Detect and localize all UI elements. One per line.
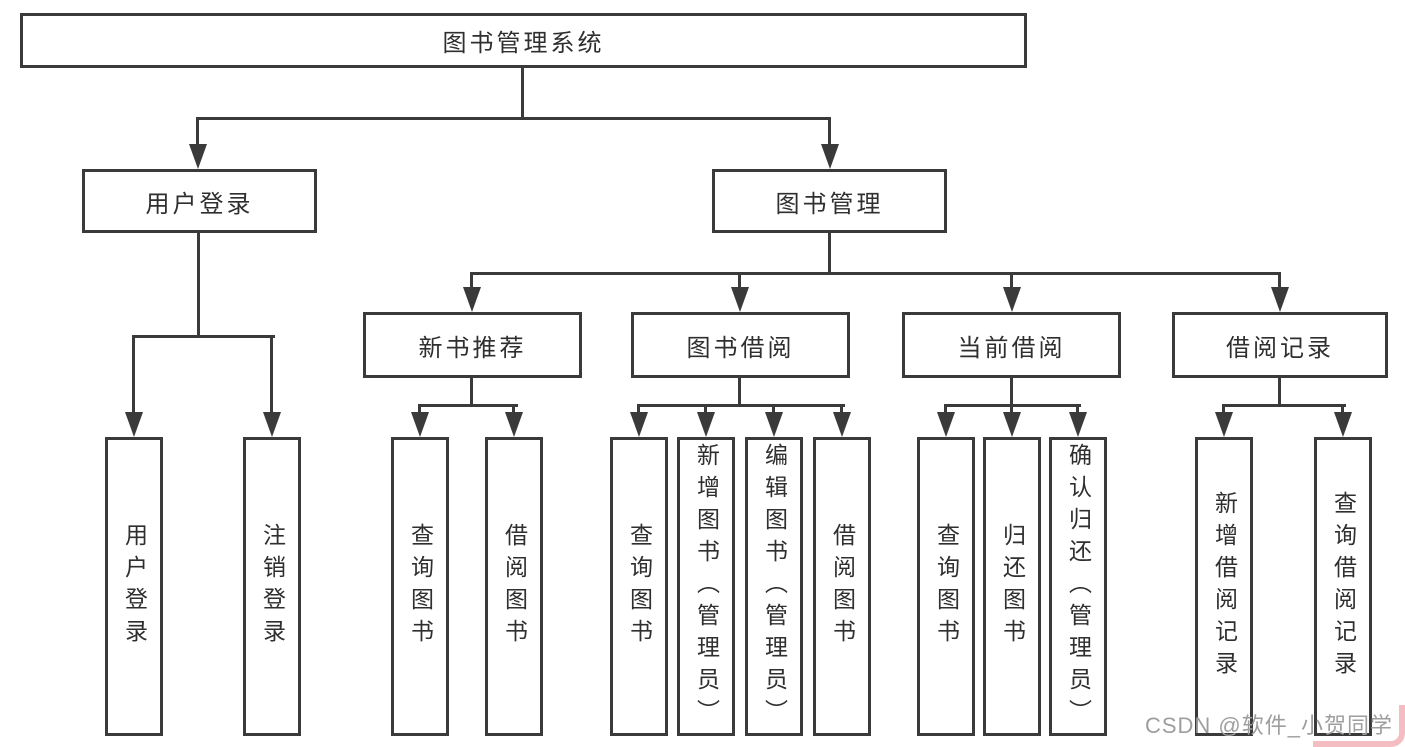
node-borrow-records: 借阅记录	[1172, 312, 1388, 378]
node-label: 图书管理系统	[442, 30, 605, 57]
arrowhead-leaf	[1334, 412, 1352, 437]
node-label: 归还图书	[999, 522, 1026, 651]
node-label: 当前借阅	[957, 334, 1066, 362]
node-label: 确认归还（管理员）	[1065, 442, 1092, 731]
node-label: 图书管理	[775, 190, 884, 218]
arrowhead-current-borrow	[1003, 287, 1021, 312]
connector-root-trunk	[521, 68, 524, 118]
node-label: 借阅记录	[1226, 334, 1334, 362]
watermark-text: CSDN @软件_小贺同学	[1144, 713, 1393, 738]
connector-borrow-records-down	[1278, 376, 1281, 406]
leaf-query-borrow-record: 查询借阅记录	[1314, 437, 1372, 736]
connector-stub	[637, 404, 640, 413]
leaf-return-book: 归还图书	[983, 437, 1041, 736]
arrowhead-leaf	[505, 412, 523, 437]
node-label: 用户登录	[121, 522, 148, 651]
arrowhead-user-login	[189, 144, 207, 169]
node-label: 注销登录	[259, 522, 286, 651]
leaf-edit-book-admin: 编辑图书（管理员）	[745, 437, 803, 736]
connector-drop-leaf-login	[132, 335, 135, 412]
connector-book-management-down	[828, 233, 831, 274]
connector-user-login-rail	[132, 335, 275, 338]
arrowhead-leaf	[630, 412, 648, 437]
arrowhead-leaf-login	[125, 412, 143, 437]
connector-stub	[704, 404, 707, 413]
node-current-borrow: 当前借阅	[902, 312, 1121, 378]
connector-stub	[1341, 404, 1344, 413]
leaf-confirm-return-admin: 确认归还（管理员）	[1049, 437, 1107, 736]
arrowhead-leaf	[937, 412, 955, 437]
connector-book-borrow-rail	[637, 404, 845, 407]
arrowhead-leaf	[765, 412, 783, 437]
connector-drop-leaf-logout	[270, 335, 273, 412]
connector-stub	[1076, 404, 1079, 413]
leaf-query-books-recommend: 查询图书	[391, 437, 449, 736]
node-label: 用户登录	[145, 190, 254, 218]
connector-stub	[418, 404, 421, 413]
connector-current-borrow-down	[1010, 376, 1013, 406]
node-label: 借阅图书	[829, 522, 856, 651]
node-label: 新增图书（管理员）	[693, 442, 720, 731]
connector-new-book-down	[470, 376, 473, 406]
arrowhead-leaf	[1003, 412, 1021, 437]
arrowhead-leaf	[833, 412, 851, 437]
leaf-borrow-books-recommend: 借阅图书	[485, 437, 543, 736]
connector-stub	[944, 404, 947, 413]
connector-stub	[840, 404, 843, 413]
arrowhead-leaf	[411, 412, 429, 437]
connector-stub	[512, 404, 515, 413]
node-label: 新书推荐	[418, 334, 527, 362]
node-root-system: 图书管理系统	[20, 13, 1027, 68]
connector-book-borrow-down	[738, 376, 741, 406]
connector-drop-user-login	[196, 118, 199, 144]
node-label: 新增借阅记录	[1211, 490, 1238, 683]
leaf-add-book-admin: 新增图书（管理员）	[677, 437, 735, 736]
node-user-login: 用户登录	[82, 169, 317, 233]
connector-drop-book-borrow	[738, 272, 741, 287]
node-label: 查询借阅记录	[1330, 490, 1357, 683]
connector-user-login-down	[197, 233, 200, 337]
node-label: 查询图书	[933, 522, 960, 651]
arrowhead-leaf	[1069, 412, 1087, 437]
arrowhead-leaf	[1215, 412, 1233, 437]
arrowhead-book-management	[821, 144, 839, 169]
node-new-book-recommend: 新书推荐	[363, 312, 582, 378]
connector-stub	[772, 404, 775, 413]
node-book-borrow: 图书借阅	[631, 312, 850, 378]
connector-level2-rail	[196, 117, 831, 120]
arrowhead-new-book	[463, 287, 481, 312]
arrowhead-book-borrow	[731, 287, 749, 312]
connector-drop-book-management	[828, 118, 831, 144]
node-book-management: 图书管理	[712, 169, 947, 233]
connector-stub	[1222, 404, 1225, 413]
leaf-add-borrow-record: 新增借阅记录	[1195, 437, 1253, 736]
node-label: 查询图书	[407, 522, 434, 651]
connector-drop-current-borrow	[1010, 272, 1013, 287]
connector-new-book-rail	[418, 404, 518, 407]
node-label: 图书借阅	[686, 334, 795, 362]
arrowhead-borrow-records	[1271, 287, 1289, 312]
arrowhead-leaf-logout	[263, 412, 281, 437]
leaf-query-books-current: 查询图书	[917, 437, 975, 736]
node-label: 借阅图书	[501, 522, 528, 651]
connector-level3-rail	[470, 272, 1281, 275]
connector-drop-new-book	[470, 272, 473, 287]
leaf-query-books-borrow: 查询图书	[610, 437, 668, 736]
connector-drop-borrow-records	[1278, 272, 1281, 287]
leaf-logout: 注销登录	[243, 437, 301, 736]
leaf-user-login: 用户登录	[105, 437, 163, 736]
connector-stub	[1010, 404, 1013, 413]
leaf-borrow-books: 借阅图书	[813, 437, 871, 736]
node-label: 编辑图书（管理员）	[761, 442, 788, 731]
node-label: 查询图书	[626, 522, 653, 651]
arrowhead-leaf	[697, 412, 715, 437]
connector-borrow-records-rail	[1222, 404, 1346, 407]
watermark-accent-frame	[1313, 705, 1405, 747]
